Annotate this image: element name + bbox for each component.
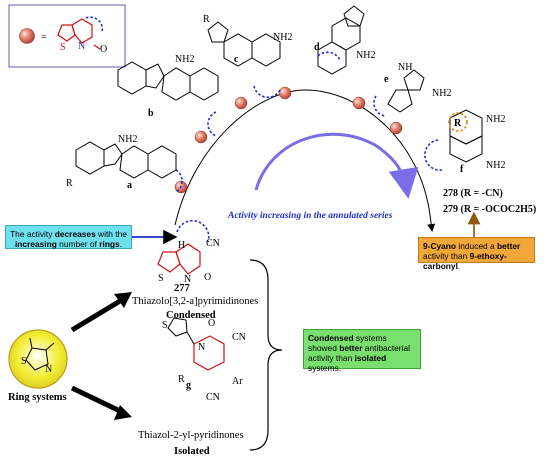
comparison-brace (249, 259, 283, 451)
structure-b (117, 61, 219, 137)
product-279: 279 (R = -OCOC2H5) (443, 204, 536, 215)
arrow-to-isolated-shaft (70, 385, 124, 415)
c277-n: N (184, 274, 191, 285)
structure-f (424, 109, 483, 171)
fusion-ball-e (352, 96, 366, 110)
g-cn-bottom: CN (206, 392, 220, 403)
series-header: Activity increasing in the annulated ser… (227, 211, 393, 221)
legend-box: = S N O (8, 4, 126, 68)
fusion-ball-f (389, 121, 403, 135)
svg-text:O: O (100, 44, 107, 55)
structure-d (317, 5, 365, 75)
d-nh2-label: NH2 (356, 50, 375, 61)
g-ring-n: N (198, 342, 205, 353)
fusion-ball-d (278, 86, 292, 100)
fusion-ball-c (234, 96, 248, 110)
g-letter: g (186, 380, 191, 391)
ring-systems-label: Ring systems (8, 392, 67, 403)
a-nh2-label: NH2 (118, 134, 137, 145)
c277-cn: CN (206, 238, 220, 249)
structure-a (75, 141, 183, 193)
e-letter: e (384, 74, 389, 85)
svg-text:N: N (78, 41, 85, 52)
fusion-ball-b (194, 130, 208, 144)
product-278: 278 (R = -CN) (443, 188, 503, 199)
ring-s: S (21, 356, 27, 367)
arc-end-arrow (427, 214, 436, 232)
c-letter: c (234, 54, 239, 65)
g-ar: Ar (232, 376, 243, 387)
legend-equals: = (41, 32, 47, 43)
f-letter: f (460, 164, 464, 175)
c277-o: O (204, 272, 211, 283)
ring-system-disc (8, 329, 68, 389)
note-rings-activity: The activity decreases with the increasi… (5, 225, 132, 249)
note-cyano-effect: 9-Cyano induced a better activity than 9… (418, 237, 535, 271)
b-letter: b (148, 108, 154, 119)
legend-dashed-fusion-arc (85, 16, 104, 33)
compound-277-number: 277 (174, 283, 190, 294)
g-cn-top: CN (232, 332, 246, 343)
f-nh2-bottom: NH2 (486, 160, 505, 171)
condensed-label: Condensed (166, 310, 216, 321)
g-thiazole-s: S (162, 320, 168, 331)
ring-n: N (45, 364, 52, 375)
note-condensed-vs-isolated: Condensed systems showed better antibact… (303, 329, 421, 373)
thiazole-ring-icon (25, 337, 55, 371)
compound-g-name: Thiazol-2-yl-pyridinones (138, 430, 244, 441)
svg-text:S: S (60, 42, 66, 53)
structure-c (207, 21, 281, 99)
compound-277-structure (157, 219, 210, 275)
e-nh-label: NH (398, 62, 412, 73)
d-letter: d (314, 42, 320, 53)
c277-h: H (178, 240, 185, 251)
annulation-arc (174, 89, 431, 226)
c-nh2-label: NH2 (273, 32, 292, 43)
activity-trend-arrow (254, 132, 419, 199)
f-r-label: R (454, 118, 462, 129)
arrow-to-isolated-head (114, 405, 132, 420)
arrow-to-condensed-shaft (70, 295, 127, 333)
arrow-to-condensed-head (114, 292, 132, 308)
g-r: R (178, 374, 185, 385)
legend-thiazolopyrimidinone-structure (57, 18, 101, 50)
e-nh2-label: NH2 (432, 88, 451, 99)
g-o: O (208, 318, 215, 329)
f-nh2-top: NH2 (486, 114, 505, 125)
a-r-label: R (66, 178, 73, 189)
compound-g-structure (167, 317, 225, 371)
c-r-label: R (203, 14, 210, 25)
b-nh2-label: NH2 (175, 54, 194, 65)
a-letter: a (127, 180, 132, 191)
legend-ball (19, 28, 35, 44)
isolated-label: Isolated (174, 446, 210, 457)
structure-e (373, 69, 425, 117)
compound-277-name: Thiazolo[3,2-a]pyrimidinones (132, 296, 259, 307)
c277-s: S (158, 273, 164, 284)
